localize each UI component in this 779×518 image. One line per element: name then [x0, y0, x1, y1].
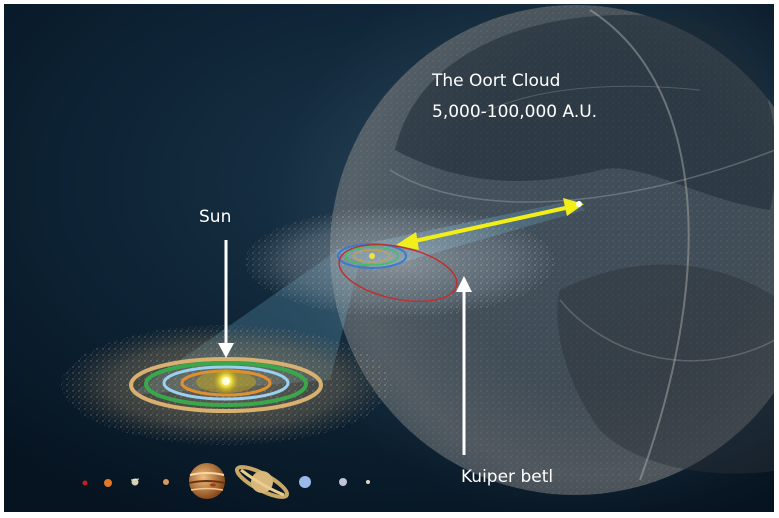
kuiper-belt-label: Kuiper betl — [461, 467, 554, 487]
orbit-green — [144, 361, 308, 407]
jupiter-icon — [188, 463, 226, 499]
oort-cloud-distance-range: 5,000-100,000 A.U. — [432, 102, 598, 122]
neptune-icon — [339, 478, 347, 486]
inner-solar-system-disc — [61, 325, 391, 445]
uranus-icon — [299, 476, 311, 488]
orbit-outer — [129, 357, 323, 413]
venus-icon — [104, 479, 112, 487]
pluto-icon — [366, 480, 370, 484]
sun-label: Sun — [199, 207, 232, 227]
sun-pointer-arrow — [218, 240, 234, 358]
mars-icon — [163, 479, 169, 485]
saturn-icon — [234, 465, 290, 499]
distance-arrow — [396, 198, 584, 250]
kuiper-belt-disc — [245, 207, 555, 317]
oort-cloud-title: The Oort Cloud — [432, 71, 561, 91]
mercury-icon — [82, 480, 88, 486]
planets-row — [82, 463, 370, 499]
kuiper-pointer-arrow — [456, 276, 472, 455]
earth-icon — [130, 478, 140, 486]
